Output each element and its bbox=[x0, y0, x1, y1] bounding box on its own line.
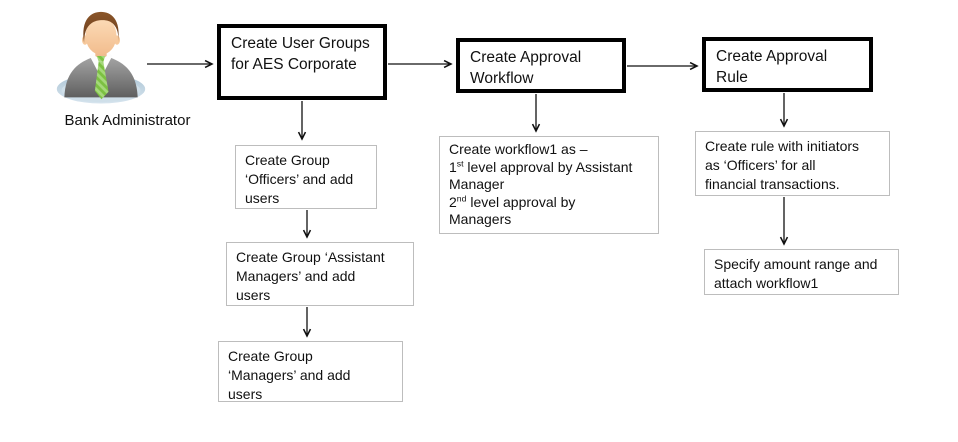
substep-text-line: Managers’ and add bbox=[236, 268, 356, 284]
bank-administrator-avatar-icon bbox=[56, 11, 146, 104]
substep-text-line: ‘Officers’ and add bbox=[245, 171, 354, 187]
substep-text-line: users bbox=[228, 386, 263, 402]
ordinal-number: 2 bbox=[449, 193, 457, 210]
substep-text-line: Create workflow1 as – bbox=[449, 141, 588, 157]
substep-text-line: 2nd level approval by bbox=[449, 194, 649, 212]
actor-label: Bank Administrator bbox=[64, 112, 191, 129]
actor-figure bbox=[54, 8, 148, 106]
substep-text-line: Manager bbox=[449, 176, 505, 192]
substep-text-line: Managers bbox=[449, 211, 512, 227]
step-box-create-user-groups: Create User Groups for AES Corporate bbox=[217, 24, 387, 100]
ordinal-number: 1 bbox=[449, 158, 457, 175]
substep-text-line: Create Group bbox=[228, 348, 313, 364]
substep-text-fragment: level approval by Assistant bbox=[463, 158, 633, 175]
substep-text-line: Create Group bbox=[245, 152, 330, 168]
step-box-create-approval-rule: Create Approval Rule bbox=[702, 37, 873, 92]
substep-text-line: as ‘Officers’ for all bbox=[705, 157, 816, 173]
substep-text-line: Create rule with initiators bbox=[705, 138, 860, 154]
substep-box-amount-range: Specify amount range and attach workflow… bbox=[704, 249, 899, 295]
substep-box-rule-detail: Create rule with initiators as ‘Officers… bbox=[695, 131, 890, 196]
substep-box-create-group-managers: Create Group ‘Managers’ and add users bbox=[218, 341, 403, 402]
substep-text-line: financial transactions. bbox=[705, 176, 840, 192]
substep-text-line: ‘Managers’ and add bbox=[228, 367, 351, 383]
ordinal-suffix: st bbox=[456, 157, 464, 168]
ordinal-suffix: nd bbox=[456, 192, 467, 203]
substep-text-line: attach workflow1 bbox=[714, 275, 819, 291]
substep-text-line: users bbox=[236, 287, 271, 303]
substep-box-create-group-assistant-managers: Create Group ‘Assistant Managers’ and ad… bbox=[226, 242, 414, 306]
step-box-create-approval-workflow: Create Approval Workflow bbox=[456, 38, 626, 93]
substep-text-line: users bbox=[245, 190, 280, 206]
step-text-line: Create Approval bbox=[716, 48, 828, 65]
step-text-line: Workflow bbox=[470, 70, 534, 87]
substep-text-line: Specify amount range and bbox=[714, 256, 878, 272]
step-text-line: for AES Corporate bbox=[231, 56, 357, 73]
step-text-line: Create Approval bbox=[470, 49, 582, 66]
substep-text-line: Create Group ‘Assistant bbox=[236, 249, 385, 265]
step-text-line: Rule bbox=[716, 69, 748, 86]
step-text-line: Create User Groups bbox=[231, 35, 370, 52]
substep-text-line: 1st level approval by Assistant bbox=[449, 159, 649, 177]
substep-box-create-group-officers: Create Group ‘Officers’ and add users bbox=[235, 145, 377, 209]
substep-text-fragment: level approval by bbox=[466, 193, 576, 210]
substep-box-workflow-detail: Create workflow1 as – 1st level approval… bbox=[439, 136, 659, 234]
